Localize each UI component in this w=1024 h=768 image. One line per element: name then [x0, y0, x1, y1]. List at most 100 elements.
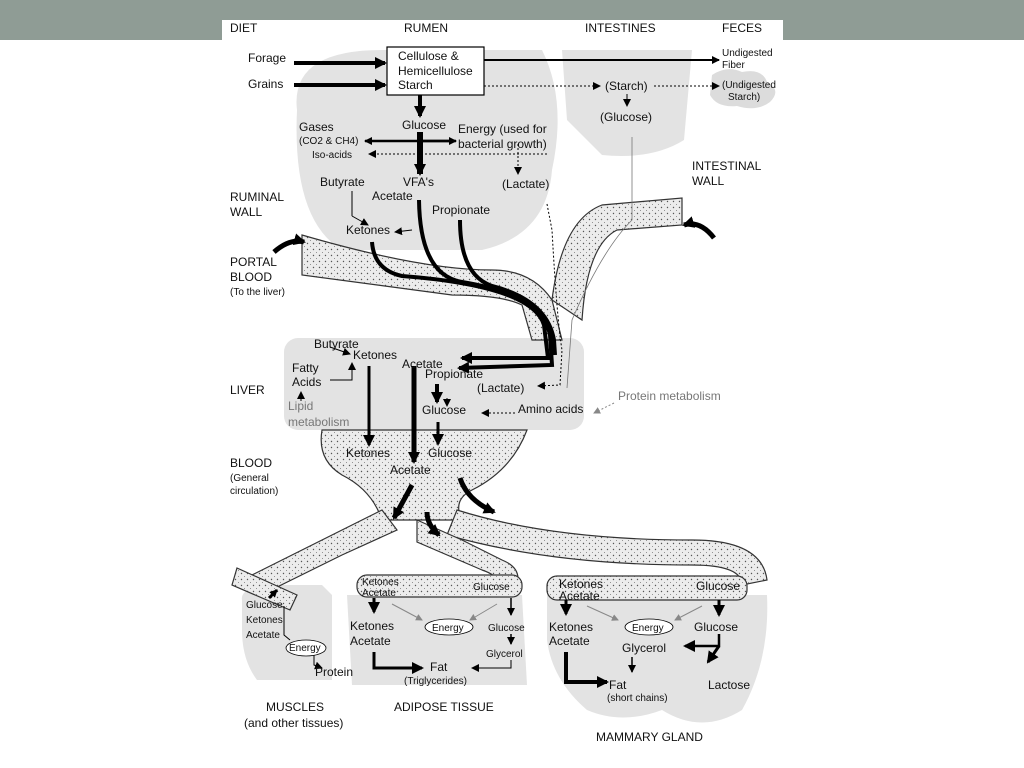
blood-section-2: (General: [230, 473, 269, 484]
header-intestines: INTESTINES: [585, 21, 656, 35]
acetate-ketones-arrow: [394, 227, 413, 236]
ruminal-wall-2: WALL: [230, 205, 263, 219]
liver-region: [284, 338, 584, 430]
rumen-lactate: (Lactate): [502, 177, 549, 191]
blood-section-1: BLOOD: [230, 456, 272, 470]
adipose-glucose: Glucose: [488, 623, 525, 634]
mammary-ketones: Ketones: [549, 620, 593, 634]
liver-fatty-1: Fatty: [292, 361, 319, 375]
adipose-glycerol: Glycerol: [486, 649, 523, 660]
rumen-energy-2: bacterial growth): [458, 137, 547, 151]
fatty-acids-arrow: [330, 362, 356, 381]
intestine-starch: (Starch): [605, 79, 648, 93]
mammary-energy: Energy: [632, 623, 664, 634]
mammary-short-chains: (short chains): [607, 693, 668, 704]
diagram-canvas: DIET RUMEN INTESTINES FECES Forage Grain…: [230, 21, 776, 744]
liver-ketones: Ketones: [353, 348, 397, 362]
mammary-acetate: Acetate: [549, 634, 590, 648]
rumen-box-line2: Hemicellulose: [398, 64, 473, 78]
mammary-fat: Fat: [609, 678, 627, 692]
liver-amino-acids: Amino acids: [518, 402, 583, 416]
rumen-vfas: VFA's: [403, 175, 434, 189]
rumen-gases: Gases: [299, 120, 334, 134]
rumen-isoacids: Iso-acids: [312, 150, 352, 161]
lactate-route: [537, 203, 563, 390]
feces-blob: [710, 69, 776, 109]
blood-adipose-arrow: [424, 511, 441, 537]
blood-acetate: Acetate: [390, 463, 431, 477]
portal-blood-1: PORTAL: [230, 255, 277, 269]
blood-glucose: Glucose: [428, 446, 472, 460]
adipose-region: [347, 595, 527, 685]
header-rumen: RUMEN: [404, 21, 448, 35]
muscle-energy: Energy: [289, 643, 321, 654]
glucose-route: [566, 137, 633, 389]
muscles-title-2: (and other tissues): [244, 716, 343, 730]
liver-lactate: (Lactate): [477, 381, 524, 395]
header-diet: DIET: [230, 21, 258, 35]
adipose-ketones-energy: [391, 603, 423, 621]
mammary-glucose-energy: [674, 605, 703, 621]
adipose-glycerol-fat-arrow: [471, 660, 512, 672]
mammary-region: [547, 595, 768, 723]
blood-muscles-arrow: [391, 483, 415, 520]
mammary-vessel-glucose: Glucose: [696, 579, 740, 593]
rumen-acetate: Acetate: [372, 189, 413, 203]
adipose-vessel: [356, 574, 523, 598]
vfa-flow-arrows: [370, 199, 557, 374]
liver-butyrate: Butyrate: [314, 337, 359, 351]
portal-blood-2: BLOOD: [230, 270, 272, 284]
adipose-fat: Fat: [430, 660, 448, 674]
muscle-entry-arrow: [267, 588, 279, 600]
diet-grains: Grains: [248, 77, 283, 91]
mammary-vessel: [546, 575, 748, 601]
blood-ketones: Ketones: [346, 446, 390, 460]
intestinal-vessel: [551, 197, 683, 322]
adipose-vessel-acetate: Acetate: [362, 588, 396, 599]
diet-forage: Forage: [248, 51, 286, 65]
feces-fiber-1: Undigested: [722, 48, 773, 59]
feces-fiber-2: Fiber: [722, 60, 745, 71]
intestinal-entry-arrow: [682, 216, 716, 240]
intestinal-wall-2: WALL: [692, 174, 725, 188]
intestine-glucose: (Glucose): [600, 110, 652, 124]
muscle-glucose: Glucose: [246, 600, 283, 611]
mammary-title: MAMMARY GLAND: [596, 730, 703, 744]
muscle-ketones: Ketones: [246, 615, 283, 626]
feces-starch-2: Starch): [728, 92, 760, 103]
muscle-protein: Protein: [315, 665, 353, 679]
rumen-region: [296, 50, 558, 250]
adipose-title: ADIPOSE TISSUE: [394, 700, 494, 714]
muscle-vessel: [231, 567, 298, 611]
ruminal-wall-1: RUMINAL: [230, 190, 284, 204]
portal-vein: [301, 234, 563, 341]
rumen-gases-sub: (CO2 & CH4): [299, 136, 358, 147]
mammary-ketones-energy: [586, 605, 619, 621]
feces-starch-1: (Undigested: [722, 80, 776, 91]
adipose-acetate: Acetate: [350, 634, 391, 648]
mammary-glucose: Glucose: [694, 620, 738, 634]
adipose-vessel-ketones: Ketones: [362, 577, 399, 588]
protein-metabolism-label: Protein metabolism: [618, 389, 721, 403]
rumen-butyrate: Butyrate: [320, 175, 365, 189]
portal-blood-3: (To the liver): [230, 287, 285, 298]
muscle-energy-arrow: [283, 606, 291, 641]
rumen-ketones: Ketones: [346, 223, 390, 237]
rumen-propionate: Propionate: [432, 203, 490, 217]
muscle-energy-oval: [285, 639, 327, 657]
butyrate-ketones-arrow-b: [351, 215, 369, 226]
blood-vessels: [231, 197, 768, 611]
liver-fatty-2: Acids: [292, 375, 321, 389]
adipose-energy-oval: [424, 618, 474, 636]
rumen-box-line3: Starch: [398, 78, 433, 92]
mammary-glycerol: Glycerol: [622, 641, 666, 655]
blood-mammary-arrow: [457, 477, 496, 515]
adipose-ketones: Ketones: [350, 619, 394, 633]
adipose-vessel-glucose: Glucose: [473, 582, 510, 593]
muscle-acetate: Acetate: [246, 630, 280, 641]
liver-lipid-1: Lipid: [288, 399, 313, 413]
portal-entry-arrow: [272, 233, 306, 254]
mammary-glucose-lactose: [706, 645, 721, 664]
rumen-box: [386, 46, 485, 96]
mammary-acetate-fat-arrow: [564, 652, 609, 688]
